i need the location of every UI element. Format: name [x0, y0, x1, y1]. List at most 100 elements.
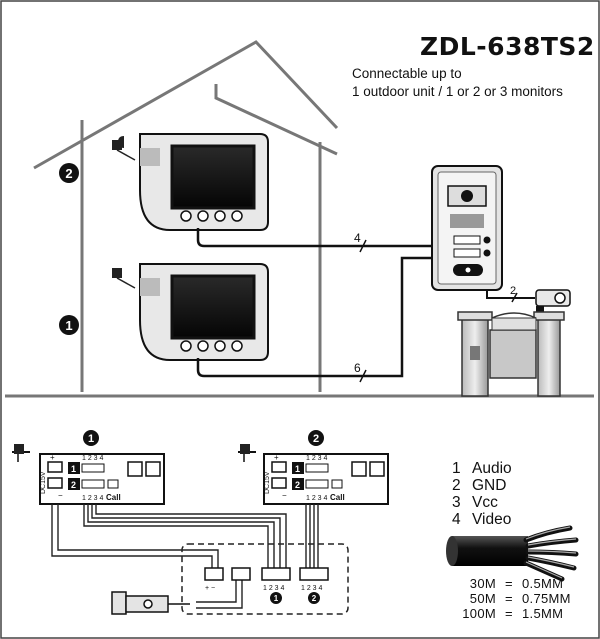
monitor-button	[197, 340, 209, 352]
wire-legend-num: 4	[452, 511, 461, 528]
svg-text:1 2 3 4: 1 2 3 4	[82, 495, 104, 502]
power-plug-icon	[240, 444, 250, 454]
floor-marker-lower-text: 1	[65, 318, 72, 333]
wire-legend-name: Video	[472, 511, 512, 528]
monitor-cables	[196, 228, 434, 378]
cable-spec-length: 100M	[462, 606, 496, 621]
wire-legend-name: Vcc	[472, 494, 498, 511]
lock-icon	[143, 599, 153, 609]
gate	[457, 311, 565, 397]
unlock-button	[214, 210, 226, 222]
cable-count-camera: 2	[510, 285, 516, 297]
svg-text:1: 1	[274, 594, 279, 603]
junction-box	[181, 543, 349, 615]
svg-text:1 2 3 4: 1 2 3 4	[306, 455, 328, 462]
svg-text:1: 1	[71, 464, 76, 474]
wire-legend-name: GND	[472, 477, 507, 494]
unlock-button	[214, 340, 226, 352]
board-wires	[51, 504, 319, 609]
gate-intercom-panel	[470, 346, 480, 360]
svg-text:Call: Call	[106, 493, 121, 502]
svg-text:6: 6	[354, 361, 361, 375]
floor-marker-upper-text: 2	[65, 166, 72, 181]
monitor-screen	[170, 144, 256, 210]
svg-text:2: 2	[312, 594, 317, 603]
cable-spec-eq: =	[505, 606, 513, 621]
monitor-board-1: DC15V + − 1 2 1 2 3 4 1 2 3 4 Call	[12, 444, 165, 505]
cable-illustration	[446, 525, 579, 582]
svg-text:DC15V: DC15V	[40, 471, 47, 494]
junction-terminals: + − 1 2 3 4 1 2 3 4	[204, 567, 329, 592]
board-indicator-1: 1	[83, 430, 99, 446]
monitor-screen	[170, 274, 256, 340]
model-title: ZDL-638TS2	[420, 32, 595, 61]
power-plug-icon	[112, 140, 122, 150]
board-indicator-2: 2	[308, 430, 324, 446]
cable-spec-gauge: 1.5MM	[522, 606, 564, 621]
call-button-1	[483, 236, 491, 244]
indoor-monitor-lower	[112, 263, 269, 361]
svg-text:−: −	[58, 491, 63, 500]
wire-legend-row: 3 Vcc	[452, 494, 498, 512]
outdoor-unit	[431, 165, 503, 291]
svg-text:2: 2	[71, 480, 76, 490]
talk-button	[180, 210, 192, 222]
indoor-monitor-upper	[112, 133, 269, 231]
call-button-2	[483, 249, 491, 257]
svg-text:4: 4	[354, 231, 361, 245]
tagline-line-1: Connectable up to	[352, 66, 462, 81]
svg-text:−: −	[282, 491, 287, 500]
floor-marker-upper: 2	[59, 163, 79, 183]
intercom-button	[231, 340, 243, 352]
cable-spec-gauge: 0.5MM	[522, 576, 564, 591]
svg-text:2: 2	[295, 480, 300, 490]
cable-spec-gauge: 0.75MM	[522, 591, 571, 606]
cable-spec-eq: =	[505, 576, 513, 591]
house	[5, 40, 594, 398]
svg-text:Call: Call	[330, 493, 345, 502]
svg-text:DC15V: DC15V	[264, 471, 271, 494]
svg-text:+ −: + −	[205, 585, 215, 592]
wire-legend-name: Audio	[472, 460, 512, 477]
junction-marker-2: 2	[308, 592, 320, 604]
cable-spec-length: 50M	[469, 591, 496, 606]
talk-button	[180, 340, 192, 352]
monitor-button	[197, 210, 209, 222]
svg-text:1: 1	[88, 433, 94, 445]
power-plug-icon	[112, 268, 122, 278]
cable-count-lower: 6	[354, 361, 367, 383]
cable-spec-eq: =	[505, 591, 513, 606]
svg-text:+: +	[50, 453, 55, 462]
cable-count-upper: 4	[354, 231, 367, 253]
wire-legend-row: 2 GND	[452, 477, 506, 495]
wire-legend-num: 2	[452, 477, 461, 494]
junction-marker-1: 1	[270, 592, 282, 604]
svg-text:2: 2	[313, 433, 319, 445]
cable-spec-length: 30M	[469, 576, 496, 591]
intercom-button	[231, 210, 243, 222]
electric-lock	[111, 591, 190, 615]
svg-text:1 2 3 4: 1 2 3 4	[301, 585, 323, 592]
camera-cable	[486, 290, 535, 303]
speaker-grille	[140, 148, 160, 166]
svg-text:1 2 3 4: 1 2 3 4	[306, 495, 328, 502]
speaker-grille	[450, 214, 484, 228]
wire-legend-row: 4 Video	[452, 511, 511, 529]
monitor-board-2: DC15V + − 1 2 1 2 3 4 1 2 3 4 Call	[238, 444, 389, 505]
svg-text:1 2 3 4: 1 2 3 4	[82, 455, 104, 462]
tagline-line-2: 1 outdoor unit / 1 or 2 or 3 monitors	[352, 84, 563, 99]
floor-marker-lower: 1	[59, 315, 79, 335]
cable-spec-row: 30M = 0.5MM	[450, 576, 563, 591]
wire-legend-row: 1 Audio	[452, 460, 512, 478]
wire-legend-num: 1	[452, 460, 461, 477]
power-plug-icon	[14, 444, 24, 454]
cable-spec-row: 50M = 0.75MM	[450, 591, 571, 606]
camera-lens-icon	[461, 190, 473, 202]
speaker-grille	[140, 278, 160, 296]
wire-legend-num: 3	[452, 494, 461, 511]
svg-text:1: 1	[295, 464, 300, 474]
cable-spec-row: 100M = 1.5MM	[450, 606, 563, 621]
svg-text:1 2 3 4: 1 2 3 4	[263, 585, 285, 592]
